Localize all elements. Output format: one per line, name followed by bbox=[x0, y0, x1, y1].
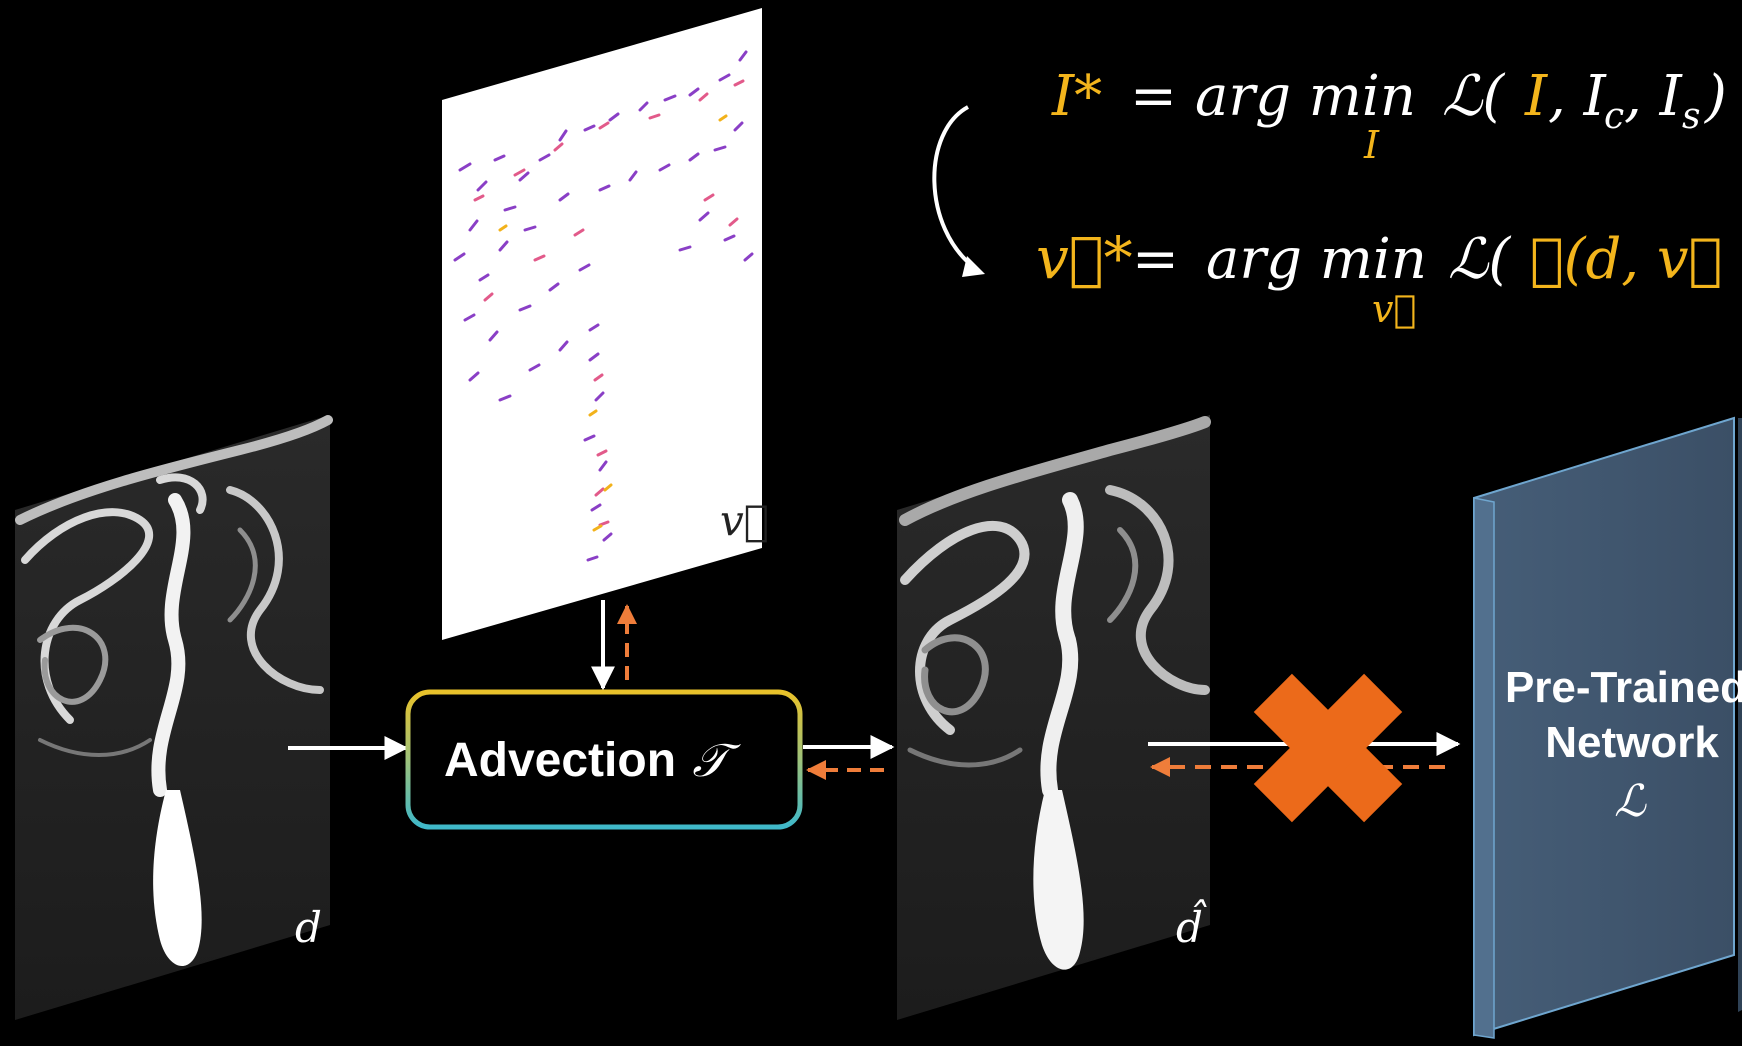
eq2-transport: 𝒯(d, v⃗ bbox=[1530, 227, 1722, 292]
advected-density-panel: d̂ bbox=[897, 415, 1211, 1020]
iteration-curve-arrow bbox=[932, 105, 977, 270]
density-label: d bbox=[295, 903, 322, 952]
network-label-line2: Network bbox=[1545, 718, 1719, 767]
advection-box: Advection 𝒯 bbox=[405, 689, 803, 830]
equation-block: I* = arg min I ℒ( I , I c , I s ) v⃗* = … bbox=[932, 64, 1727, 331]
velocity-field bbox=[453, 50, 754, 562]
eq1-argmin: arg min bbox=[1195, 64, 1416, 129]
eq1-var-I: I bbox=[1524, 64, 1549, 129]
eq1-close: ) bbox=[1704, 64, 1727, 129]
eq1-equals: = bbox=[1130, 64, 1177, 129]
pretrained-network-block: Pre-Trained Network ℒ bbox=[1473, 416, 1742, 1039]
eq2-argmin: arg min bbox=[1206, 227, 1427, 292]
density-panel: d bbox=[15, 415, 333, 1020]
velocity-panel: v⃗ bbox=[442, 8, 769, 640]
advected-smoke bbox=[899, 416, 1211, 798]
eq1-comma-I: , I bbox=[1624, 64, 1684, 129]
density-plume bbox=[153, 790, 202, 967]
velocity-label: v⃗ bbox=[720, 496, 769, 545]
network-label-line1: Pre-Trained bbox=[1505, 663, 1742, 712]
eq1-lhs: I* bbox=[1051, 64, 1102, 129]
eq1-sub-s: s bbox=[1682, 96, 1700, 137]
advected-label: d̂ bbox=[1176, 898, 1207, 952]
advection-label: Advection bbox=[444, 734, 676, 787]
eq1-loss-open: ℒ( bbox=[1442, 64, 1505, 129]
eq2-equals: = bbox=[1132, 227, 1179, 292]
eq1-rest: , I bbox=[1548, 64, 1608, 129]
eq2-loss-open: ℒ( bbox=[1448, 227, 1511, 292]
eq1-argmin-sub: I bbox=[1363, 123, 1380, 167]
advected-plume bbox=[1033, 790, 1084, 970]
blocked-gradient-cross-icon bbox=[1253, 673, 1403, 823]
network-symbol: ℒ bbox=[1614, 776, 1647, 827]
eq2-lhs: v⃗* bbox=[1036, 224, 1133, 292]
density-smoke bbox=[15, 415, 333, 797]
eq1-sub-c: c bbox=[1604, 96, 1624, 137]
iteration-curve-arrowhead bbox=[962, 256, 985, 277]
eq2-argmin-sub: v⃗ bbox=[1372, 287, 1416, 331]
